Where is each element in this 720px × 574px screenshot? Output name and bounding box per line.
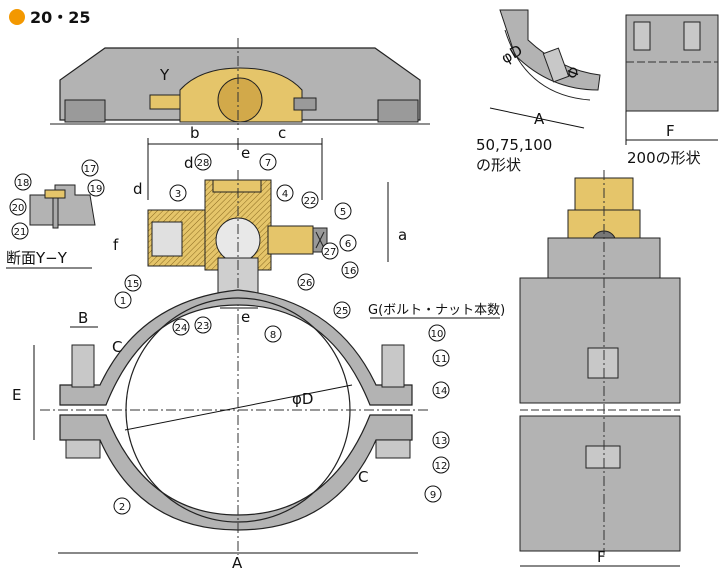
dim-a: a (398, 226, 407, 244)
part-balloon: 6 (339, 234, 357, 252)
part-balloon: 15 (124, 274, 142, 292)
svg-text:28: 28 (197, 158, 210, 169)
part-balloon: 28 (194, 153, 212, 171)
svg-text:3: 3 (175, 189, 181, 200)
size-title: 20・25 (30, 8, 91, 27)
part-balloon: 16 (341, 261, 359, 279)
part-balloon: 1 (114, 291, 132, 309)
part-balloon: 18 (14, 173, 32, 191)
dim-d-left: d (133, 180, 143, 198)
dim-phi-small: Φ (563, 64, 584, 81)
svg-text:8: 8 (270, 330, 276, 341)
svg-text:10: 10 (431, 329, 444, 340)
part-balloon: 14 (432, 381, 450, 399)
part-balloon: 25 (333, 301, 351, 319)
svg-text:15: 15 (127, 279, 140, 290)
svg-text:2: 2 (119, 502, 125, 513)
svg-text:23: 23 (197, 321, 210, 332)
part-balloon: 20 (9, 198, 27, 216)
view-label-y: Y (159, 66, 170, 84)
part-balloon: 11 (432, 349, 450, 367)
top-view: Y (50, 38, 430, 130)
part-balloon: 17 (81, 159, 99, 177)
svg-text:12: 12 (435, 461, 448, 472)
svg-text:17: 17 (84, 164, 97, 175)
dim-bc: b c e d d f a (113, 124, 407, 262)
inset-right-caption: 200の形状 (627, 149, 701, 167)
dim-e-top: e (241, 144, 250, 162)
inset-left-caption-1: 50,75,100 (476, 136, 552, 154)
part-balloon: 22 (301, 191, 319, 209)
section-yy: 断面Y−Y (6, 184, 96, 269)
dim-e-bottom: e (241, 308, 250, 326)
svg-text:7: 7 (265, 158, 271, 169)
part-balloon: 2 (113, 497, 131, 515)
svg-text:21: 21 (14, 227, 27, 238)
svg-text:6: 6 (345, 239, 351, 250)
svg-text:19: 19 (90, 184, 103, 195)
part-balloon: 4 (276, 184, 294, 202)
svg-text:9: 9 (430, 490, 436, 501)
svg-text:25: 25 (336, 306, 349, 317)
dim-F-side: F (597, 548, 606, 566)
svg-text:13: 13 (435, 436, 448, 447)
part-balloon: 9 (424, 485, 442, 503)
accent-dot (9, 9, 25, 25)
part-balloons: 1 2 3 4 5 6 7 8 9 10 11 12 13 14 15 16 1… (9, 153, 450, 515)
svg-text:20: 20 (12, 203, 25, 214)
svg-text:11: 11 (435, 354, 448, 365)
part-balloon: 24 (172, 318, 190, 336)
part-balloon: 21 (11, 222, 29, 240)
svg-text:5: 5 (340, 207, 346, 218)
inset-200: F 200の形状 (625, 14, 719, 167)
dim-E: E (12, 386, 21, 404)
part-balloon: 19 (87, 179, 105, 197)
inset-left-caption-2: の形状 (476, 156, 521, 174)
dim-A-inset: A (534, 110, 545, 128)
svg-text:26: 26 (300, 278, 313, 289)
part-balloon: 7 (259, 153, 277, 171)
dim-c: c (278, 124, 286, 142)
svg-text:1: 1 (120, 296, 126, 307)
side-view: F (519, 170, 681, 567)
dim-f: f (113, 236, 119, 254)
dim-F-inset: F (666, 122, 675, 140)
part-balloon: 26 (297, 273, 315, 291)
svg-text:27: 27 (324, 247, 337, 258)
section-caption: 断面Y−Y (6, 249, 68, 267)
dim-b: b (190, 124, 200, 142)
part-balloon: 8 (264, 325, 282, 343)
part-balloon: 23 (194, 316, 212, 334)
dim-C-left: C (112, 338, 122, 356)
svg-text:4: 4 (282, 189, 288, 200)
part-balloon: 3 (169, 184, 187, 202)
callout-g: G(ボルト・ナット本数) (368, 303, 505, 318)
inset-small-sizes: A φD Φ 50,75,100 の形状 (476, 9, 601, 174)
svg-text:14: 14 (435, 386, 448, 397)
dim-d-top: d (184, 154, 194, 172)
svg-text:18: 18 (17, 178, 30, 189)
saddle-main: φD A B E C C G(ボルト・ナット本数) (12, 289, 505, 572)
part-balloon: 10 (428, 324, 446, 342)
part-balloon: 5 (334, 202, 352, 220)
dim-A-main: A (232, 554, 243, 570)
dim-phiD-main: φD (292, 390, 313, 408)
dim-C-right: C (358, 468, 368, 486)
svg-text:24: 24 (175, 323, 188, 334)
svg-text:22: 22 (304, 196, 317, 207)
part-balloon: 12 (432, 456, 450, 474)
svg-text:16: 16 (344, 266, 357, 277)
valve-section: e (147, 170, 328, 330)
part-balloon: 27 (321, 242, 339, 260)
part-balloon: 13 (432, 431, 450, 449)
dim-B: B (78, 309, 88, 327)
